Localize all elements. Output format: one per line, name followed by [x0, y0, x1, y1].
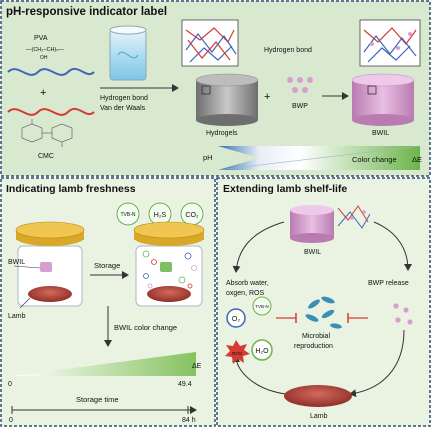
bottom-right-title: Extending lamb shelf-life: [223, 183, 347, 195]
storage-time-label: Storage time: [76, 395, 119, 404]
cycle-arrow-bottom-right: [349, 329, 405, 398]
beaker-icon: [109, 25, 147, 81]
bwil-network-small-icon: [337, 205, 371, 229]
ros-label: ROS: [232, 351, 242, 356]
delta-e-label-top: ΔE: [412, 155, 422, 164]
h2s-label: H₂S: [154, 212, 167, 219]
bwil-cylinder-small-icon: [290, 205, 334, 243]
microbial-label-1: Microbial: [302, 333, 330, 340]
cmc-chain-icon: [7, 107, 95, 116]
ph-label: pH: [203, 153, 213, 162]
h2s-gas-icon: H₂S: [148, 202, 172, 226]
absorb-label-1: Absorb water,: [226, 280, 269, 287]
delta-e-min: 0: [8, 381, 12, 388]
bwp-dots-icon: [287, 77, 313, 93]
bwil-label-top: BWIL: [372, 130, 389, 137]
microbial-label-2: reproduction: [294, 343, 333, 350]
storage-time-min: 0: [9, 417, 13, 424]
tvbn-icon-right: TVB-N: [252, 296, 272, 316]
ph-gradient-fill: [218, 146, 300, 170]
hydrogen-bond-label: Hydrogen bond: [100, 95, 148, 102]
hydrogel-cylinder-icon: [195, 73, 259, 126]
bwil-label-right: BWIL: [304, 249, 321, 256]
jar-before-icon: [15, 221, 85, 307]
plus-sign-1: +: [40, 87, 46, 99]
co2-label: CO₂: [185, 212, 199, 219]
network-inset-1: [181, 19, 239, 67]
color-change-gradient: [300, 146, 420, 170]
hydrogen-bond-label-2: Hydrogen bond: [264, 47, 312, 54]
h2o-icon: H₂O: [251, 339, 273, 361]
o2-label: O₂: [232, 316, 240, 323]
pva-chain-icon: [7, 67, 95, 76]
lamb-meat-icon: [284, 385, 352, 407]
pva-oh-icon: OH: [40, 55, 48, 61]
cmc-label: CMC: [38, 153, 54, 160]
tvbn-gas-icon: TVB-N: [116, 202, 140, 226]
o2-icon: O₂: [226, 308, 246, 328]
pva-label: PVA: [34, 35, 48, 42]
delta-e-label-left: ΔE: [192, 363, 202, 370]
tvbn-label: TVB-N: [121, 212, 136, 218]
bwp-label: BWP: [292, 103, 308, 110]
microbe-icon: [305, 296, 342, 329]
delta-e-max: 49.4: [178, 381, 192, 388]
bwp-release-dots-icon: [393, 303, 413, 325]
lamb-label-left: Lamb: [8, 313, 26, 320]
top-panel-title: pH-responsive indicator label: [6, 6, 167, 18]
tvbn-label-right: TVB-N: [255, 304, 269, 309]
color-change-label: Color change: [352, 155, 397, 164]
plus-sign-2: +: [264, 91, 270, 103]
lamb-pointer-line: [19, 297, 31, 309]
bwil-label-left: BWIL: [8, 259, 25, 266]
absorb-label-2: oxgen, ROS: [226, 290, 264, 297]
h2o-label: H₂O: [255, 348, 269, 355]
bottom-left-title: Indicating lamb freshness: [6, 183, 136, 195]
lamb-label-right: Lamb: [310, 413, 328, 420]
cmc-structure-icon: [21, 119, 73, 147]
bwil-color-change-label: BWIL color change: [114, 323, 177, 332]
hydrogels-label: Hydrogels: [206, 130, 238, 137]
storage-time-max: 84 h: [182, 417, 196, 424]
cycle-arrow-right: [373, 221, 412, 271]
bwil-cylinder-icon: [351, 73, 415, 126]
gradient-divider: [217, 145, 421, 171]
cycle-arrow-left: [232, 221, 285, 273]
jar-after-icon: [133, 221, 205, 307]
co2-gas-icon: CO₂: [180, 202, 204, 226]
freshness-gradient-wedge: [12, 352, 196, 376]
bwil-pointer-line: [13, 265, 41, 269]
network-inset-2: [359, 19, 421, 67]
pva-formula-icon: —(CH₂–CH)ₙ—: [26, 47, 64, 53]
storage-label: Storage: [94, 261, 120, 270]
ros-icon: ROS: [225, 340, 250, 364]
cycle-arrow-bottom-left: [232, 355, 287, 395]
bwp-release-label: BWP release: [368, 280, 409, 287]
van-der-waals-label: Van der Waals: [100, 105, 146, 112]
